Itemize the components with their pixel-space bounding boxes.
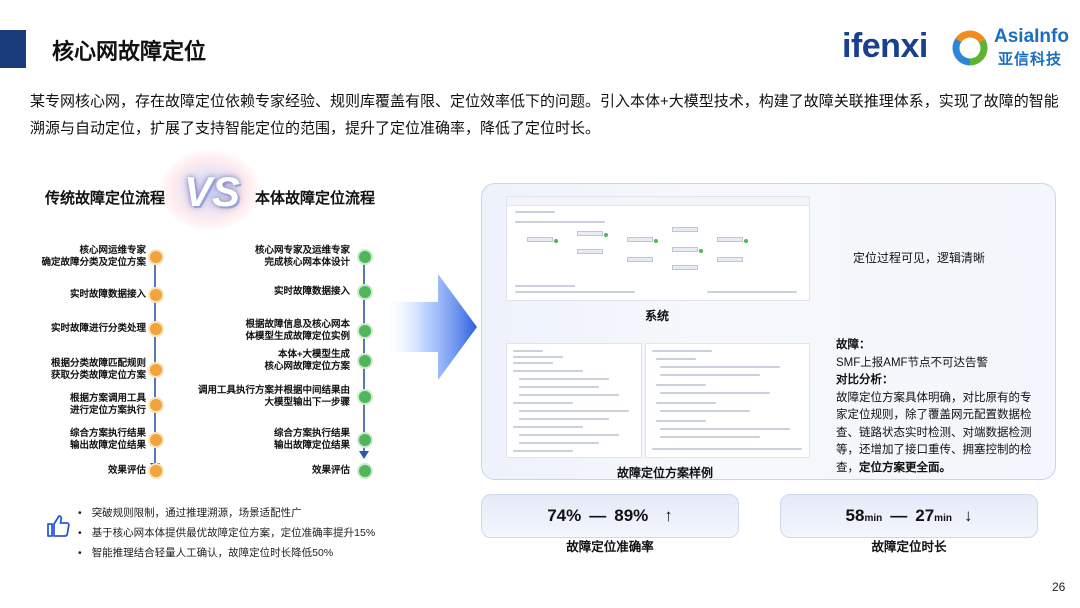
traditional-step-3: 实时故障进行分类处理	[50, 323, 146, 334]
traditional-heading: 传统故障定位流程	[45, 190, 166, 207]
ontology-timeline-arrow	[359, 451, 369, 459]
asiainfo-ring-icon	[952, 30, 988, 66]
asiainfo-logo-cn: 亚信科技	[998, 51, 1063, 68]
traditional-step-1: 核心网运维专家 确定故障分类及定位方案	[41, 245, 146, 268]
time-to-unit: min	[934, 512, 952, 524]
accuracy-label: 故障定位准确率	[566, 540, 654, 554]
ontology-step-2: 实时故障数据接入	[273, 286, 350, 297]
ontology-step-dot-3	[359, 325, 371, 337]
traditional-step-dot-5	[150, 399, 162, 411]
benefit-item-3: 智能推理结合轻量人工确认，故障定位时长降低50%	[78, 545, 334, 560]
traditional-step-dot-3	[150, 323, 162, 335]
system-screenshot	[506, 196, 810, 301]
sample-screenshot-left	[506, 343, 642, 458]
ontology-step-dot-7	[359, 465, 371, 477]
traditional-step-7: 效果评估	[107, 465, 146, 476]
down-arrow-icon: ↓	[963, 506, 973, 525]
time-dash: —	[890, 506, 908, 525]
time-from-unit: min	[864, 512, 883, 524]
page-title: 核心网故障定位	[52, 39, 207, 64]
sample-screenshot-right	[645, 343, 810, 458]
benefit-item-2: 基于核心网本体提供最优故障定位方案，定位准确率提升15%	[78, 525, 376, 540]
thumbs-up-icon	[47, 515, 70, 537]
compare-emphasis: 定位方案更全面。	[859, 461, 951, 474]
vs-glow	[160, 150, 260, 230]
ontology-step-4: 本体+大模型生成 核心网故障定位方案	[264, 349, 350, 372]
ontology-step-7: 效果评估	[311, 465, 350, 476]
intro-paragraph: 某专网核心网，存在故障定位依赖专家经验、规则库覆盖有限、定位效率低下的问题。引入…	[30, 93, 1059, 137]
asiainfo-logo-text: AsiaInfo	[994, 26, 1069, 47]
accuracy-metric: 74% — 89% ↑	[481, 494, 739, 538]
traditional-step-dot-6	[150, 434, 162, 446]
ontology-step-dot-5	[359, 391, 371, 403]
time-from: 58	[845, 506, 865, 525]
fault-text: SMF上报AMF节点不可达告警	[836, 356, 989, 369]
system-note: 定位过程可见，逻辑清晰	[853, 251, 986, 265]
ifenxi-logo-text: ifenxi	[842, 27, 928, 65]
ontology-step-5: 调用工具执行方案并根据中间结果由 大模型输出下一步骤	[197, 385, 350, 408]
ontology-step-6: 综合方案执行结果 输出故障定位结果	[273, 428, 350, 451]
ontology-step-dot-1	[359, 251, 371, 263]
traditional-step-dot-2	[150, 289, 162, 301]
compare-text: 故障定位方案具体明确，对比原有的专家定位规则，除了覆盖网元配置数据检查、链路状态…	[836, 391, 1032, 474]
analysis-block: 故障： SMF上报AMF节点不可达告警 对比分析： 故障定位方案具体明确，对比原…	[836, 337, 1036, 477]
time-to: 27	[915, 506, 935, 525]
title-accent-bar	[0, 30, 26, 68]
time-label: 故障定位时长	[871, 540, 947, 554]
up-arrow-icon: ↑	[664, 506, 673, 525]
page-number: 26	[1052, 580, 1066, 594]
ontology-step-3: 根据故障信息及核心网本 体模型生成故障定位实例	[245, 319, 350, 342]
system-caption: 系统	[645, 309, 670, 323]
big-right-arrow-icon	[383, 274, 477, 380]
accuracy-dash: —	[589, 506, 607, 525]
traditional-step-6: 综合方案执行结果 输出故障定位结果	[69, 428, 146, 451]
ontology-step-1: 核心网专家及运维专家 完成核心网本体设计	[254, 245, 350, 268]
accuracy-to: 89%	[614, 506, 649, 525]
traditional-step-5: 根据方案调用工具 进行定位方案执行	[69, 393, 146, 416]
ifenxi-logo: ifenxi	[842, 27, 928, 66]
benefit-item-1: 突破规则限制，通过推理溯源，场景适配性广	[78, 505, 302, 520]
ontology-step-dot-2	[359, 286, 371, 298]
compare-label: 对比分析：	[836, 374, 894, 386]
traditional-step-2: 实时故障数据接入	[69, 289, 146, 300]
traditional-step-dot-7	[150, 465, 162, 477]
ontology-step-dot-4	[359, 355, 371, 367]
traditional-step-4: 根据分类故障匹配规则 获取分类故障定位方案	[50, 358, 146, 381]
ontology-step-dot-6	[359, 434, 371, 446]
traditional-timeline	[154, 255, 156, 467]
sample-caption: 故障定位方案样例	[617, 466, 714, 480]
vs-label: VS	[184, 168, 241, 215]
traditional-step-dot-1	[150, 251, 162, 263]
fault-label: 故障：	[836, 339, 871, 351]
accuracy-from: 74%	[547, 506, 582, 525]
traditional-step-dot-4	[150, 364, 162, 376]
ontology-heading: 本体故障定位流程	[255, 190, 376, 207]
